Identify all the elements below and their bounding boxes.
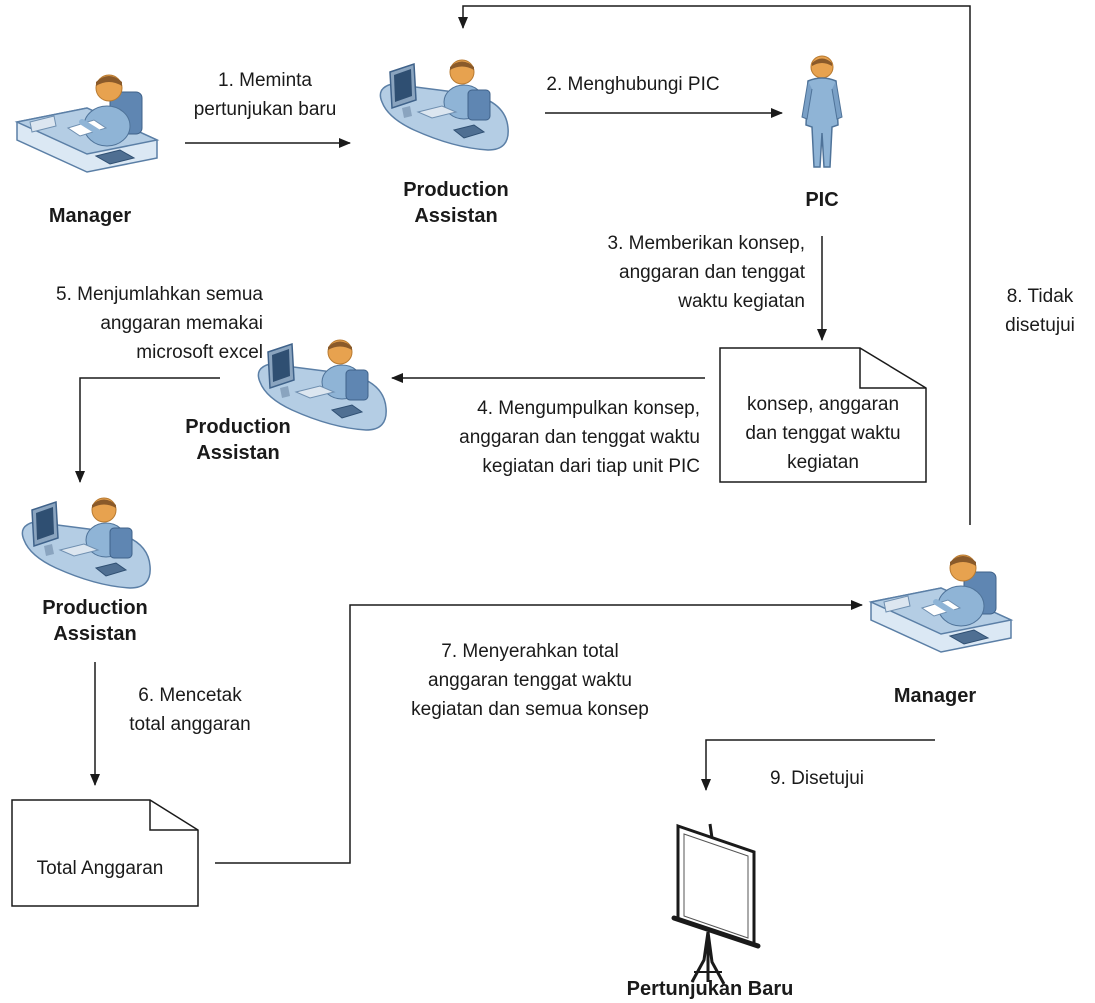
label-manager-top: Manager (49, 205, 131, 227)
step-2-label-line: 2. Menghubungi PIC (546, 74, 719, 95)
concept-document (719, 347, 927, 483)
arrow-step-5 (75, 377, 220, 483)
step-6-label: 6. Mencetak total anggaran (129, 685, 251, 735)
step-4-label-line: kegiatan dari tiap unit PIC (482, 456, 700, 477)
concept-document-text-line: dan tenggat waktu (745, 423, 900, 444)
step-5-label-line: 5. Menjumlahkan semua (56, 284, 263, 305)
label-manager-top-line: Manager (49, 205, 131, 227)
step-5-label-line: microsoft excel (136, 342, 263, 363)
label-production-assistan-mid-line: Assistan (196, 442, 279, 464)
step-1-label-line: 1. Meminta (218, 70, 312, 91)
budget-document (11, 799, 199, 907)
concept-document-text-line: konsep, anggaran (747, 394, 899, 415)
label-pertunjukan-baru-line: Pertunjukan Baru (627, 978, 794, 1000)
step-7-label-line: anggaran tenggat waktu (428, 670, 632, 691)
label-manager-right-line: Manager (894, 685, 976, 707)
workstation-icon (379, 59, 509, 151)
step-3-label-line: waktu kegiatan (677, 291, 805, 312)
label-production-assistan-mid-line: Production (185, 416, 291, 438)
concept-document-text: konsep, anggaran dan tenggat waktu kegiata… (745, 394, 900, 473)
step-3-label: 3. Memberikan konsep, anggaran dan tengga… (608, 233, 806, 312)
budget-document-text-line: Total Anggaran (37, 858, 164, 879)
step-7-label-line: kegiatan dan semua konsep (411, 699, 649, 720)
step-8-label-line: disetujui (1005, 315, 1075, 336)
step-3-label-line: anggaran dan tenggat (619, 262, 806, 283)
step-6-label-line: total anggaran (129, 714, 251, 735)
arrow-step-9 (701, 739, 935, 791)
label-pertunjukan-baru: Pertunjukan Baru (627, 978, 794, 1000)
step-4-label-line: 4. Mengumpulkan konsep, (477, 398, 700, 419)
step-9-label-line: 9. Disetujui (770, 768, 864, 789)
step-2-label: 2. Menghubungi PIC (546, 74, 719, 95)
label-pic-line: PIC (805, 189, 838, 211)
step-3-label-line: 3. Memberikan konsep, (608, 233, 806, 254)
workstation-icon (21, 497, 151, 589)
arrow-step-8 (458, 5, 971, 525)
step-4-label: 4. Mengumpulkan konsep, anggaran dan teng… (459, 398, 700, 477)
projection-screen-icon (674, 824, 758, 984)
step-8-label-line: 8. Tidak (1007, 286, 1074, 307)
label-pic: PIC (805, 189, 838, 211)
step-7-label-line: 7. Menyerahkan total (441, 641, 618, 662)
person-icon (801, 55, 843, 168)
label-production-assistan-top-line: Production (403, 179, 509, 201)
manager-desk-icon (17, 75, 157, 172)
step-7-label: 7. Menyerahkan total anggaran tenggat wak… (411, 641, 649, 720)
step-1-label-line: pertunjukan baru (194, 99, 337, 120)
label-production-assistan-left-line: Production (42, 597, 148, 619)
budget-document-text: Total Anggaran (37, 858, 164, 879)
step-9-label: 9. Disetujui (770, 768, 864, 789)
step-4-label-line: anggaran dan tenggat waktu (459, 427, 700, 448)
manager-desk-icon (871, 555, 1011, 652)
step-1-label: 1. Meminta pertunjukan baru (194, 70, 337, 120)
arrow-step-7 (215, 600, 863, 864)
step-5-label: 5. Menjumlahkan semua anggaran memakai mic… (56, 284, 263, 363)
document-icon (719, 347, 927, 483)
document-icon (11, 799, 199, 907)
label-production-assistan-top-line: Assistan (414, 205, 497, 227)
label-manager-right: Manager (894, 685, 976, 707)
concept-document-text-line: kegiatan (787, 452, 859, 473)
label-production-assistan-left-line: Assistan (53, 623, 136, 645)
step-5-label-line: anggaran memakai (100, 313, 263, 334)
step-6-label-line: 6. Mencetak (138, 685, 242, 706)
step-8-label: 8. Tidak disetujui (1005, 286, 1075, 336)
